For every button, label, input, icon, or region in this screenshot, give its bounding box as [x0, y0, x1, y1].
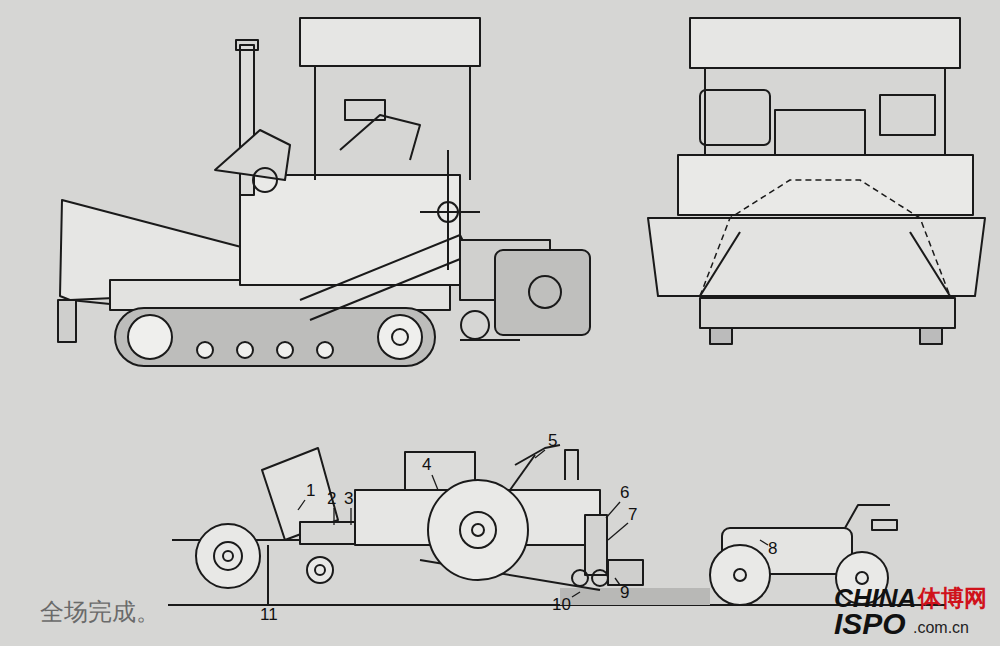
callout-number: 11	[260, 606, 278, 623]
callout-number: 9	[620, 584, 629, 601]
callout-number: 1	[306, 482, 315, 499]
callout-number: 5	[548, 432, 557, 449]
leader-lines	[268, 450, 768, 598]
callout-number: 7	[628, 506, 637, 523]
callout-number: 6	[620, 484, 629, 501]
paver-front-view	[648, 18, 985, 344]
callout-number: 8	[768, 540, 777, 557]
watermark: ISPO	[834, 609, 906, 639]
watermark: .com.cn	[913, 620, 969, 636]
watermark: CHINA	[834, 585, 916, 611]
page-text: 全场完成。	[40, 600, 160, 624]
callout-number: 3	[344, 490, 353, 507]
callout-number: 2	[327, 490, 336, 507]
paver-side-view	[58, 18, 590, 366]
watermark: 体博网	[918, 587, 987, 610]
callout-number: 10	[552, 596, 571, 613]
paving-operation	[168, 445, 945, 605]
callout-number: 4	[422, 456, 431, 473]
